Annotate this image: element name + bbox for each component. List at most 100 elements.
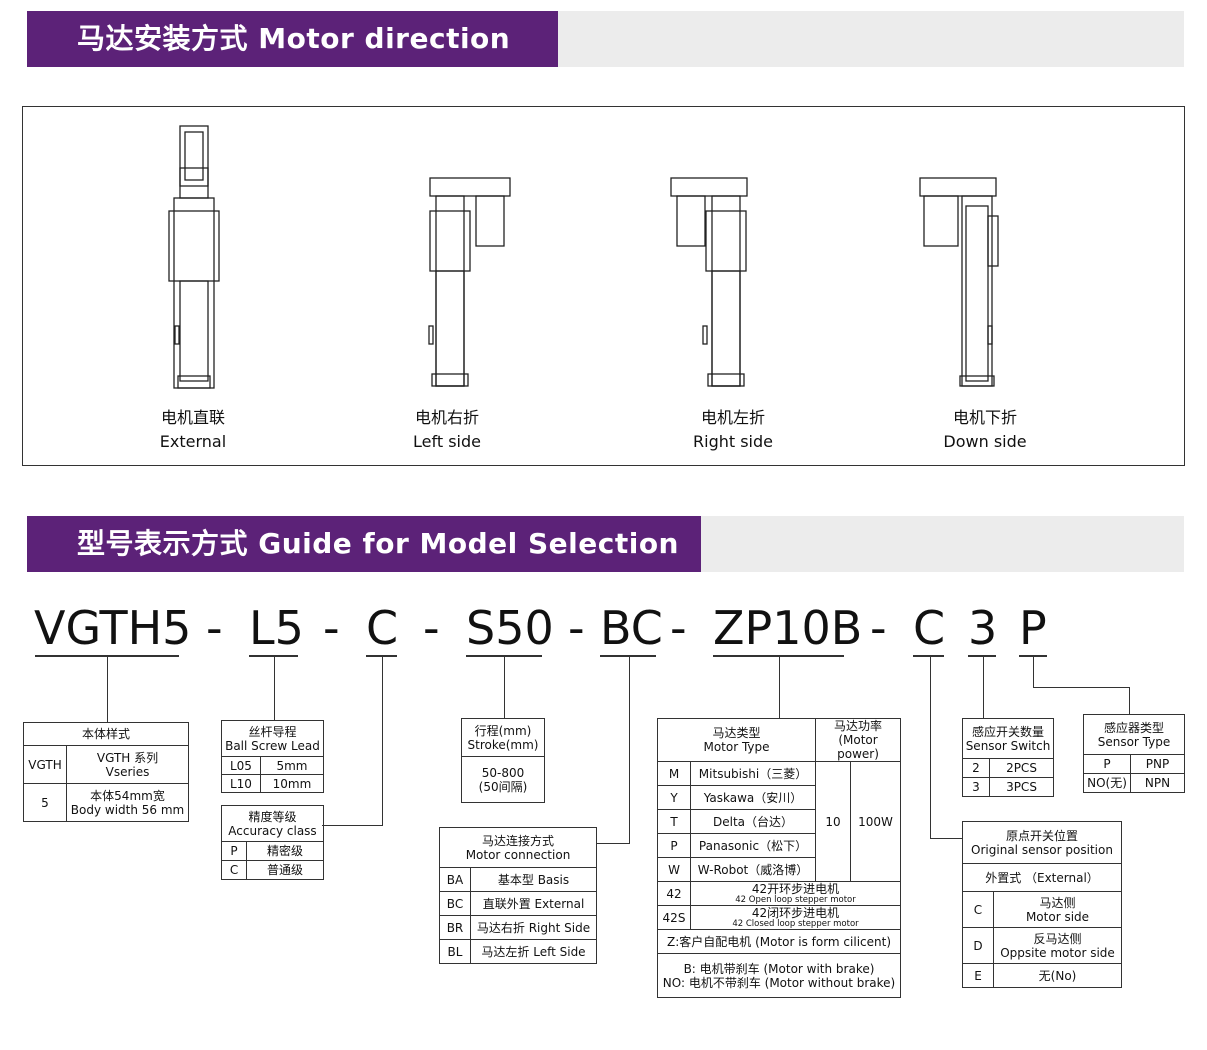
direction-left-side-cn: 电机右折 [414,408,479,427]
motor-power-header: 马达功率(Motor power) [815,718,901,762]
direction-right-side-cn: 电机左折 [700,408,765,427]
actuator-down-side-drawing [919,177,999,387]
connection-code: BA [439,867,471,892]
direction-left-side: 电机右折 Left side [367,406,527,454]
body-code-5: 5 [23,783,67,822]
direction-right-side-en: Right side [693,432,773,451]
connection-val: 马达左折 Left Side [470,939,597,964]
motor-val: Panasonic（松下） [690,833,816,858]
model-selection-title: 型号表示方式 Guide for Model Selection [27,516,701,572]
connection-val: 基本型 Basis [470,867,597,892]
underline-sensor-type [1019,655,1047,657]
motor-direction-frame [22,106,1185,466]
sensor-qty-code: 2 [962,758,990,778]
direction-down-side-cn: 电机下折 [952,408,1017,427]
code-dash: - [870,601,887,655]
sensor-qty-val: 2PCS [989,758,1054,778]
code-accuracy: C [366,601,399,655]
power-val: 100W [850,761,901,882]
sensor-type-code: P [1083,754,1131,774]
direction-right-side: 电机左折 Right side [653,406,813,454]
underline-sensor-qty [968,655,996,657]
underline-sensor-pos [913,655,944,657]
sensor-type-code: NO(无) [1083,773,1131,793]
direction-external: 电机直联 External [113,406,273,454]
body-code-vgth: VGTH [23,745,67,784]
origin-code: D [962,927,994,964]
motor-code: T [657,809,691,834]
code-sensor-qty: 3 [968,601,998,655]
direction-external-cn: 电机直联 [160,408,225,427]
connector-connection-v [629,656,631,844]
underline-stroke [466,655,542,657]
connector-sensor-pos-h [930,838,963,840]
body-table-header: 本体样式 [23,722,189,746]
connector-motor [779,656,781,718]
code-sensor-position: C [913,601,946,655]
connection-code: BR [439,915,471,940]
code-connection: BC [600,601,663,655]
code-lead: L5 [249,601,304,655]
actuator-external-drawing [168,125,220,389]
connector-accuracy-v [382,656,384,826]
connector-sensor-pos-v [930,656,932,839]
connector-accuracy-h [322,825,383,827]
origin-val: 无(No) [993,963,1122,988]
accuracy-code: P [220,841,248,861]
connector-sensor-type-v1 [1033,656,1035,688]
connector-connection-h [596,843,630,845]
underline-connection [600,655,656,657]
stroke-table: 行程(mm)Stroke(mm) 50-800(50间隔) [461,718,545,803]
lead-val: 5mm [259,756,325,775]
stroke-table-header: 行程(mm)Stroke(mm) [461,718,545,757]
motor-val: Yaskawa（安川） [690,785,816,810]
code-sensor-type: P [1019,601,1047,655]
connection-val: 马达右折 Right Side [470,915,597,940]
connection-code: BL [439,939,471,964]
sensor-type-val: NPN [1130,773,1185,793]
motor-code: P [657,833,691,858]
connector-sensor-qty [983,656,985,718]
motor-val: W-Robot（威洛博） [690,857,816,882]
underline-lead [249,655,298,657]
code-dash: - [206,601,223,655]
connector-sensor-type-v2 [1129,687,1131,715]
connector-sensor-type-h [1033,687,1130,689]
connection-code: BC [439,891,471,916]
brake-options: B: 电机带刹车 (Motor with brake)NO: 电机不带刹车 (M… [657,953,901,998]
direction-down-side: 电机下折 Down side [905,406,1065,454]
motor-direction-header-bar: 马达安装方式 Motor direction [27,11,1184,67]
accuracy-val: 普通级 [246,860,324,880]
direction-external-en: External [159,432,227,451]
connector-body [107,656,109,722]
origin-code: E [962,963,994,988]
stroke-range: 50-800(50间隔) [461,756,545,803]
accuracy-code: C [220,860,248,880]
code-body: VGTH5 [34,601,192,655]
stepper-code: 42S [657,905,691,930]
motor-code: Y [657,785,691,810]
actuator-right-side-drawing [670,177,748,387]
code-dash: - [670,601,687,655]
origin-code: C [962,891,994,928]
lead-val: 10mm [259,774,325,793]
motor-code: M [657,761,691,786]
